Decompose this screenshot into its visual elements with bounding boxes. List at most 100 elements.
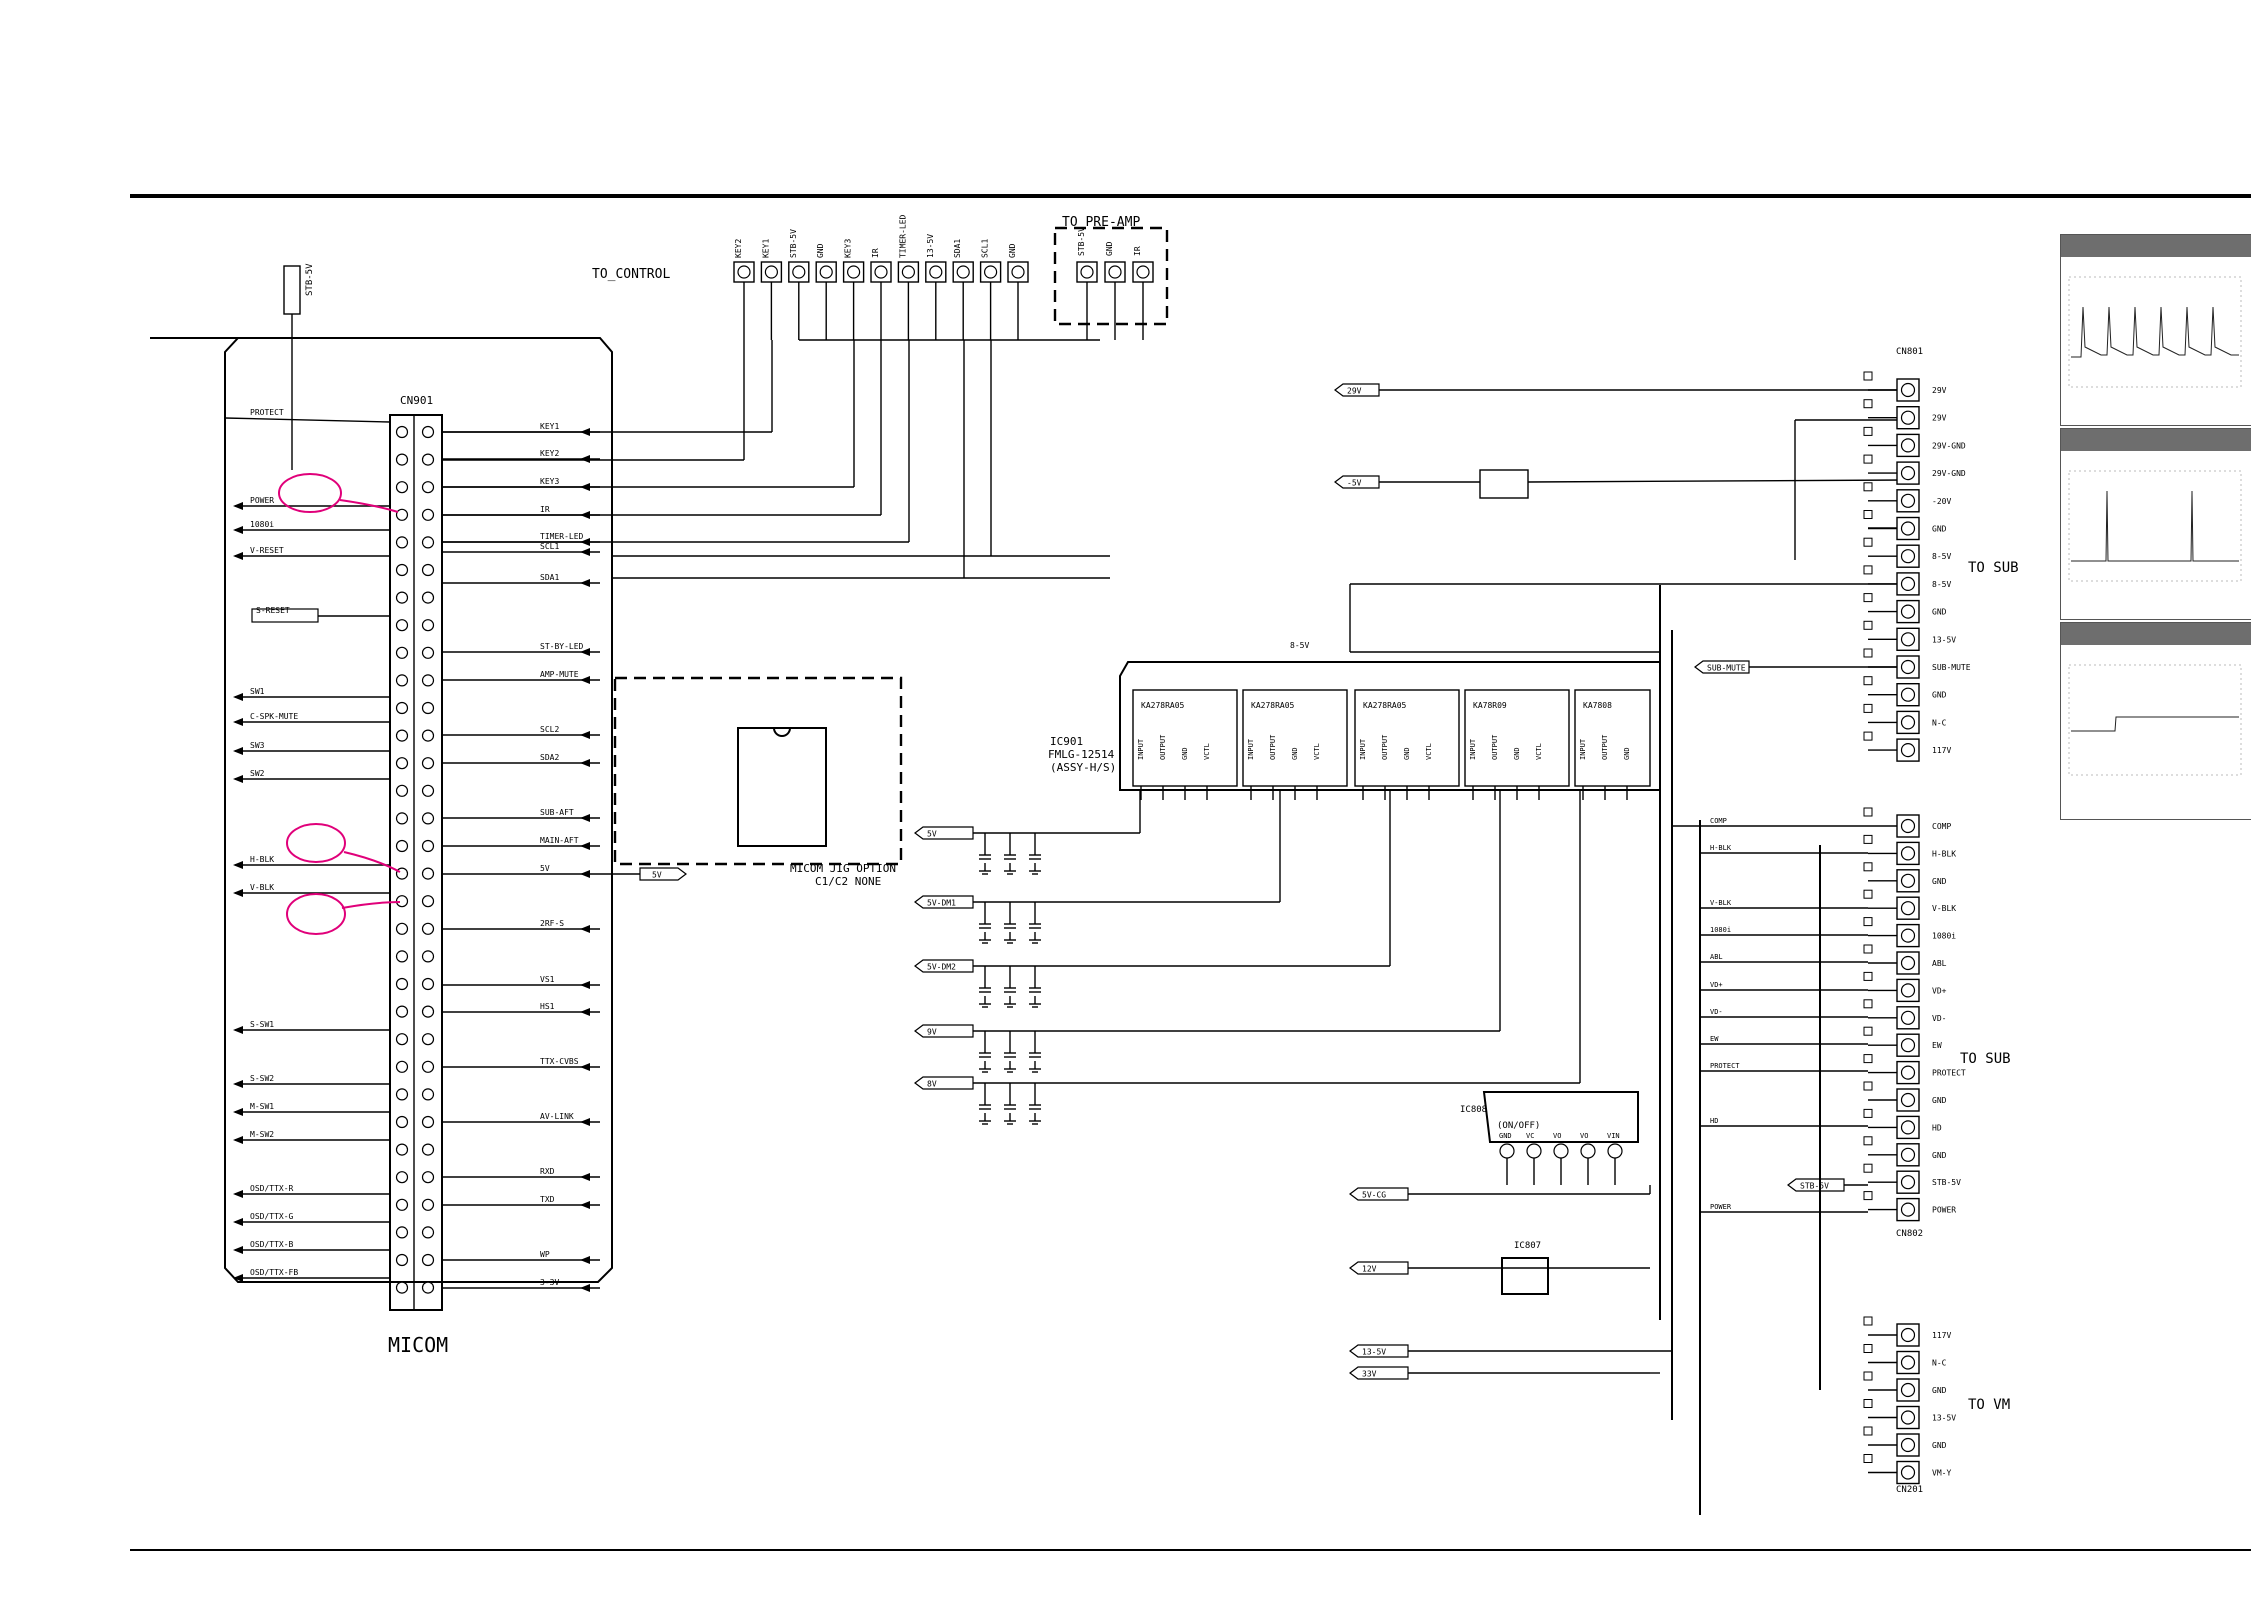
cn901-pin-b (421, 1060, 435, 1073)
ic901-block-label-1: KA278RA05 (1251, 701, 1295, 710)
cn802-tp-13 (1863, 1163, 1873, 1173)
cn901-pin-b (421, 481, 435, 494)
cn201-pin-1 (1900, 1355, 1916, 1370)
cn801-pin-2 (1900, 438, 1916, 453)
left-rail-4-tag (914, 1076, 974, 1090)
cn801-tp-5 (1863, 510, 1873, 519)
micom-left-label-3: V-RESET (250, 546, 284, 555)
cn801-label-4: -20V (1932, 497, 1951, 506)
scope-trace-2 (2068, 470, 2242, 582)
cn801-label-10: SUB-MUTE (1932, 663, 1971, 672)
to-preamp-label: TO PRE-AMP (1062, 215, 1140, 230)
cn801-tp-2 (1863, 426, 1873, 436)
ctrl-pin-10 (1011, 265, 1025, 279)
ic901-pin-label-0-2: GND (1181, 747, 1189, 760)
cn802-pin-6 (1900, 983, 1916, 998)
micom-left-label-18: OSD/TTX-FB (250, 1268, 298, 1277)
preamp-pin-0 (1080, 265, 1094, 279)
left-rail-3-label: 9V (927, 1028, 937, 1037)
micom-left-label-15: OSD/TTX-R (250, 1184, 294, 1193)
cn901-pin-a (395, 481, 409, 494)
cn201-pin-3 (1900, 1410, 1916, 1425)
micom-right-label-11: SUB-AFT (540, 808, 574, 817)
cn801-tp-13 (1863, 731, 1873, 741)
cn801-pin-6 (1900, 549, 1916, 564)
ic808-pin-0 (1499, 1143, 1515, 1159)
ctrl-pin-0 (737, 265, 751, 279)
ctrl-pin-2 (792, 265, 806, 279)
cn802-label-12: GND (1932, 1151, 1947, 1160)
cn901-pin-a (395, 674, 409, 687)
cn801-tp-1 (1863, 399, 1873, 409)
cn901-pin-a (395, 1171, 409, 1184)
micom-left-arrow-8 (233, 775, 243, 783)
rail-20v-wire (1527, 479, 1907, 483)
cn901-pin-b (421, 425, 435, 439)
cn801-label-12: N-C (1932, 718, 1947, 727)
ic808-pin-1 (1526, 1143, 1542, 1159)
ic807-label: IC807 (1514, 1241, 1541, 1251)
micom-right-label-0: KEY1 (540, 422, 559, 431)
cn802-label-8: EW (1932, 1041, 1942, 1050)
cn802-tp-1 (1863, 834, 1873, 844)
cn901-label: CN901 (400, 394, 433, 407)
micom-right-arrow-1 (580, 455, 590, 463)
cn901-pins (395, 425, 435, 1294)
micom-left-arrow-15 (233, 1190, 243, 1198)
to-vm-label: TO VM (1968, 1397, 2010, 1413)
cn901-pin-a (395, 1088, 409, 1101)
cn801-tp-11 (1863, 676, 1873, 686)
ctrl-pin-8 (956, 265, 970, 279)
annotation-ellipse-hblk (286, 823, 346, 863)
ic808-pin-label-3: VO (1580, 1132, 1588, 1140)
lower-rail-0-label: 5V-CG (1362, 1191, 1386, 1200)
stb5v-feed-label: STB-5V (305, 263, 315, 296)
cn801-tp-8 (1863, 593, 1873, 603)
micom-left-label-0: PROTECT (250, 408, 284, 417)
ctrl-pin-1 (764, 265, 779, 279)
to-control-label: TO_CONTROL (592, 267, 670, 282)
ctrl-pin-9 (983, 265, 998, 279)
preamp-pin-label-0: STB-5V (1077, 227, 1086, 256)
left-rail-0-label: 5V (927, 830, 937, 839)
micom-right-label-18: AV-LINK (540, 1112, 574, 1121)
ic901-pin-label-4-2: GND (1623, 747, 1631, 760)
cn801-tp-7 (1863, 565, 1873, 575)
cn802-pin-0 (1900, 818, 1916, 834)
cn802-label-4: 1080i (1932, 932, 1956, 941)
ctrl-pin-label-2: STB-5V (789, 229, 798, 258)
cn901-pin-a (395, 1143, 409, 1156)
cn901-pin-b (421, 508, 435, 521)
cn201-pin-0 (1900, 1327, 1916, 1343)
micom-left-arrow-17 (233, 1246, 243, 1254)
cn901-pin-a (395, 453, 409, 466)
cn801-pin-13 (1900, 742, 1916, 758)
cn801-pin-9 (1900, 632, 1916, 647)
cn802-label-7: VD- (1932, 1014, 1946, 1023)
cn901-pin-a (395, 812, 409, 825)
cn802-label-1: H-BLK (1932, 849, 1956, 858)
micom-left-arrow-2 (233, 526, 243, 534)
cn802-label-14: POWER (1932, 1206, 1956, 1215)
cn801-tp-12 (1863, 703, 1873, 713)
preamp-dashed-box (1053, 226, 1169, 326)
cn901-pin-a (395, 867, 409, 880)
micom-left-arrow-3 (233, 552, 243, 560)
micom-left-arrow-1 (233, 502, 243, 510)
micom-left-arrow-18 (233, 1274, 243, 1282)
cn901-pin-a (395, 563, 409, 577)
rail-neg5v-label: -5V (1347, 479, 1362, 488)
cn802-label-11: HD (1932, 1123, 1942, 1132)
micom-left-label-16: OSD/TTX-G (250, 1212, 294, 1221)
cn801-label-8: GND (1932, 608, 1947, 617)
cn201-tp-2 (1863, 1371, 1873, 1381)
ctrl-pin-label-1: KEY1 (761, 239, 770, 258)
cn802-left-label-0: COMP (1710, 817, 1727, 825)
micom-left-arrow-11 (233, 1026, 243, 1034)
ic901-pin-label-0-1: OUTPUT (1159, 734, 1167, 760)
cn801-tp-9 (1863, 620, 1873, 630)
cn802-left-label-4: ABL (1710, 953, 1723, 961)
scope-header-2 (2061, 429, 2251, 451)
lower-rail-3-tag (1349, 1366, 1409, 1380)
